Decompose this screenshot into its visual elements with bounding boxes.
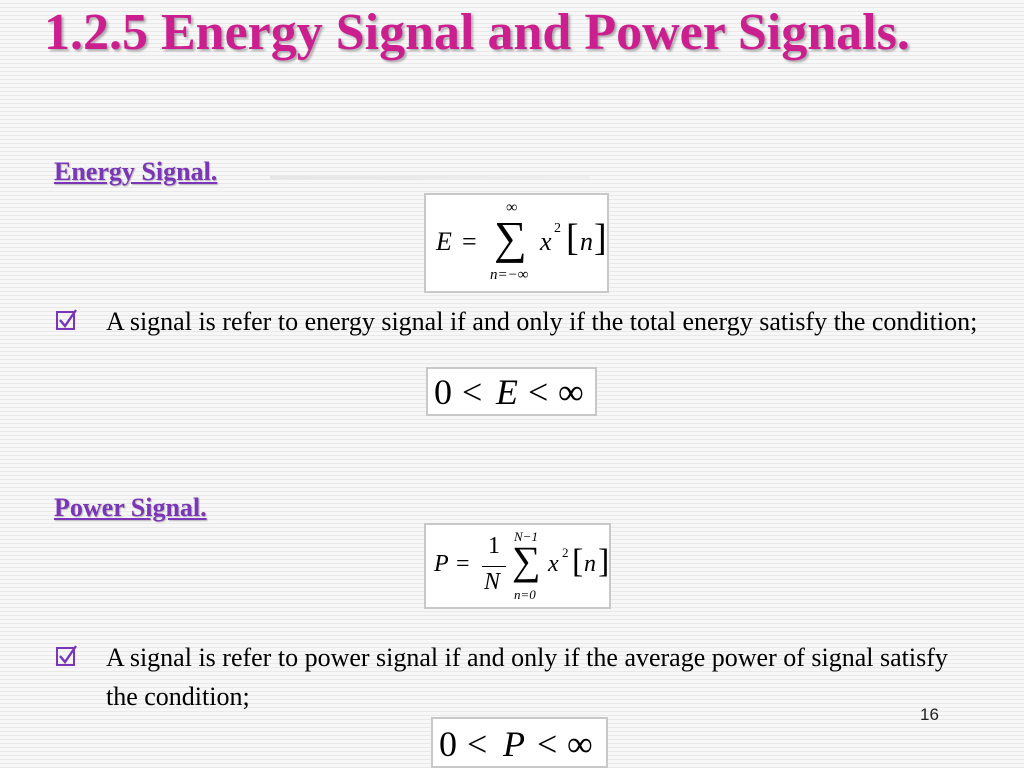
power-cond-op1: < (467, 724, 488, 764)
energy-signal-heading: Energy Signal. (54, 157, 218, 186)
energy-lhs: E (436, 227, 452, 256)
power-term-exp: 2 (562, 545, 569, 560)
power-cond-op2: < (537, 724, 558, 764)
power-bullet-text: A signal is refer to power signal if and… (106, 643, 948, 711)
power-cond-left: 0 (439, 724, 457, 764)
energy-cond-right: ∞ (558, 372, 584, 412)
checked-box-icon (56, 645, 77, 666)
power-frac-den: N (484, 569, 501, 595)
energy-right-bracket: ] (594, 217, 607, 259)
power-sum-symbol: ∑ (512, 538, 541, 583)
heading-divider (270, 176, 590, 179)
power-cond-var: P (503, 724, 525, 764)
power-equation-box: P = 1 N N−1 ∑ n=0 x 2 [ n ] (424, 523, 611, 609)
power-left-bracket: [ (572, 543, 584, 580)
slide-title: 1.2.5 Energy Signal and Power Signals. (44, 4, 910, 61)
energy-term-base: x (540, 227, 552, 256)
energy-cond-var: E (496, 372, 518, 412)
power-frac-num: 1 (488, 533, 500, 559)
power-index: n (584, 551, 596, 577)
power-cond-right: ∞ (567, 724, 593, 764)
energy-sum-upper: ∞ (506, 199, 518, 216)
power-sum-lower: n=0 (514, 587, 536, 602)
checked-box-icon (56, 309, 77, 330)
page-number: 16 (920, 705, 939, 724)
power-right-bracket: ] (598, 543, 610, 580)
energy-condition-box: 0 < E < ∞ (426, 367, 597, 416)
energy-equation-box: E = ∞ ∑ n=−∞ x 2 [ n ] (424, 193, 609, 293)
energy-index: n (580, 227, 593, 256)
energy-cond-op2: < (528, 372, 549, 412)
energy-equals: = (462, 227, 477, 256)
power-term-base: x (548, 551, 559, 577)
power-frac-bar (482, 566, 506, 567)
energy-term-exp: 2 (554, 221, 561, 236)
power-sum-upper: N−1 (514, 529, 538, 544)
power-equals: = (456, 551, 470, 577)
power-lhs: P (434, 551, 449, 577)
energy-cond-op1: < (462, 372, 483, 412)
energy-left-bracket: [ (566, 217, 579, 259)
power-condition-box: 0 < P < ∞ (431, 717, 608, 768)
energy-cond-left: 0 (434, 372, 452, 412)
power-signal-heading: Power Signal. (54, 493, 207, 522)
energy-sum-lower: n=−∞ (490, 267, 529, 283)
energy-bullet-text: A signal is refer to energy signal if an… (106, 307, 978, 336)
energy-sum-symbol: ∑ (494, 212, 527, 263)
